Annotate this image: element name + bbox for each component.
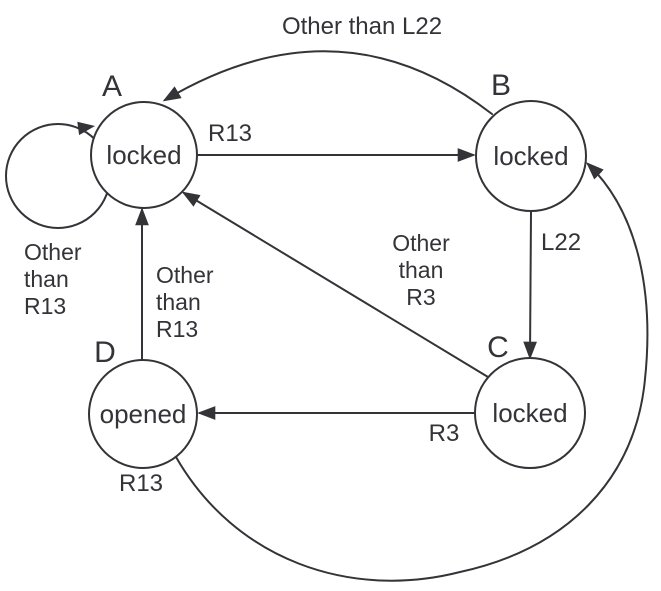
label-line: R3 <box>406 284 435 310</box>
state-d-letter: D <box>94 336 116 369</box>
transition-d-to-b-label: R13 <box>119 470 163 497</box>
transition-c-to-a-label: Other than R3 <box>392 230 450 310</box>
label-line: than <box>156 289 201 315</box>
transition-b-to-c-label: L22 <box>541 229 581 256</box>
state-d-circle <box>88 359 198 469</box>
label-line: Other <box>156 262 214 288</box>
labels-layer: A B C D locked locked locked opened Othe… <box>24 13 581 497</box>
transition-b-to-a-label: Other than L22 <box>282 13 442 40</box>
state-b-letter: B <box>491 69 511 102</box>
state-b-label: locked <box>493 141 568 171</box>
transition-d-to-b-arrow <box>175 162 649 582</box>
label-line: R13 <box>156 316 198 342</box>
state-b-circle <box>475 100 587 212</box>
transitions-layer <box>5 50 649 582</box>
state-c-label: locked <box>492 398 567 428</box>
states-layer <box>88 100 587 469</box>
transition-a-self-label: Other than R13 <box>24 239 82 319</box>
transition-b-to-a-arrow <box>162 50 493 115</box>
state-a-circle <box>90 101 198 209</box>
label-line: Other <box>392 230 450 256</box>
state-a-letter: A <box>102 70 122 103</box>
transition-b-to-c-arrow <box>523 211 537 360</box>
transition-c-to-d-label: R3 <box>429 420 460 447</box>
self-loop-arrowhead-icon <box>77 121 95 136</box>
state-c-circle <box>474 357 586 469</box>
state-d-label: opened <box>100 399 187 429</box>
transition-d-to-a-label: Other than R13 <box>156 262 214 342</box>
label-line: R13 <box>24 293 66 319</box>
label-line: than <box>24 266 69 292</box>
transition-c-to-a-arrow <box>181 191 489 378</box>
label-line: than <box>399 257 444 283</box>
state-a-label: locked <box>106 140 181 170</box>
state-c-letter: C <box>487 331 509 364</box>
transition-a-to-b-label: R13 <box>208 120 252 147</box>
label-line: Other <box>24 239 82 265</box>
